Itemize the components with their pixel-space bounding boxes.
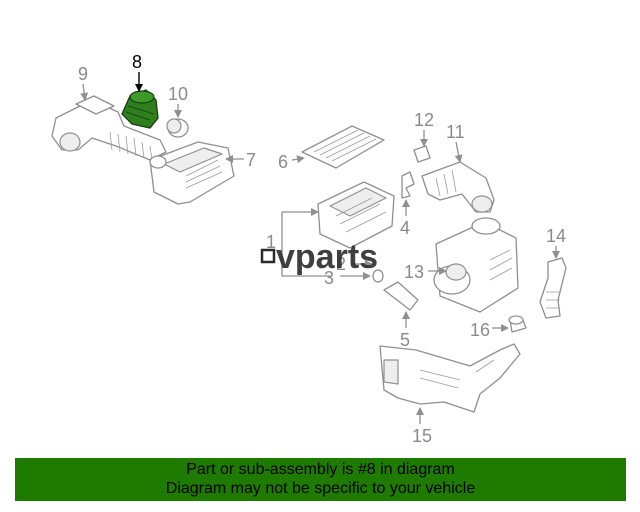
callout-1: 1 bbox=[266, 232, 276, 252]
part-14-hose bbox=[539, 257, 567, 319]
bracket-1 bbox=[281, 212, 330, 277]
callout-13: 13 bbox=[404, 262, 424, 282]
leader-11 bbox=[454, 141, 463, 163]
callout-6: 6 bbox=[278, 152, 288, 172]
part-16-pushpin bbox=[508, 315, 527, 333]
part-15-shield bbox=[379, 343, 521, 413]
info-banner: Part or sub-assembly is #8 in diagram Di… bbox=[15, 458, 626, 501]
callout-15: 15 bbox=[412, 426, 432, 446]
part-1-housing bbox=[317, 181, 395, 249]
part-13-resonator bbox=[433, 217, 519, 313]
callout-5: 5 bbox=[400, 330, 410, 350]
callout-11: 11 bbox=[446, 122, 465, 142]
callout-2: 2 bbox=[336, 254, 346, 274]
vparts-watermark-logo: vparts bbox=[260, 238, 378, 276]
parts-diagram: 9 8 10 7 6 1 2 3 bbox=[51, 52, 567, 446]
part-12-bolt bbox=[413, 145, 431, 163]
part-3-grommet bbox=[372, 269, 384, 283]
leader-9 bbox=[80, 83, 89, 101]
banner-line-2: Diagram may not be specific to your vehi… bbox=[165, 480, 476, 497]
part-7-cover bbox=[149, 141, 235, 205]
part-5-bracket bbox=[383, 281, 419, 311]
callout-3: 3 bbox=[324, 268, 334, 288]
svg-text:vparts: vparts bbox=[276, 238, 378, 276]
part-10-clamp bbox=[166, 118, 189, 138]
leader-6 bbox=[291, 155, 305, 164]
part-8-highlighted bbox=[121, 89, 159, 129]
callout-14: 14 bbox=[546, 226, 566, 246]
part-6-filter bbox=[301, 125, 385, 169]
callout-16: 16 bbox=[470, 320, 490, 340]
callout-4: 4 bbox=[400, 218, 410, 238]
callout-8: 8 bbox=[132, 52, 142, 72]
banner-line-1: Part or sub-assembly is #8 in diagram bbox=[186, 461, 455, 478]
callout-9: 9 bbox=[78, 64, 88, 84]
part-11-hose bbox=[421, 161, 495, 213]
callout-12: 12 bbox=[414, 110, 434, 130]
part-4-clip bbox=[401, 171, 415, 199]
callout-7: 7 bbox=[246, 150, 256, 170]
callout-10: 10 bbox=[168, 84, 188, 104]
